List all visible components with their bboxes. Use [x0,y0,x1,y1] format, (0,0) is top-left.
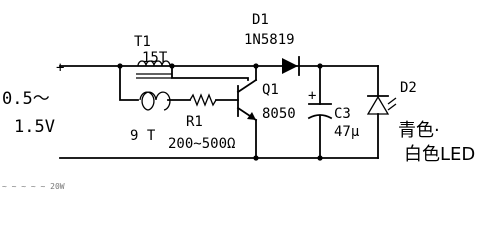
resistor-ref: R1 [186,114,203,130]
resistor-r1 [189,93,217,107]
input-voltage-bottom: 1.5V [14,117,55,137]
led-emission-arrow-2 [387,103,397,111]
circuit-diagram: + 0.5～ 1.5V T1 15T 9 T D1 1N5819 Q1 8050… [2,12,475,191]
capacitor-plus-sign: + [308,88,316,104]
primary-right-wire [171,65,249,81]
transistor-q1 [236,65,258,159]
transformer-secondary-turns: 9 T [130,128,156,144]
transistor-ref: Q1 [262,82,279,98]
transformer-ref: T1 [134,34,151,50]
led-color-line1: 青色· [398,120,440,141]
led-d2 [366,65,397,159]
cap-bottom-plate [307,114,333,120]
diode-d1 [282,56,300,76]
resistor-value: 200~500Ω [168,136,235,152]
capacitor-value: 47μ [334,124,360,140]
junction-dot [169,63,175,69]
transistor-collector [236,78,258,94]
diode-part: 1N5819 [244,32,295,48]
junction-dot [253,155,259,161]
led-emission-arrow-1 [387,97,397,105]
input-plus-sign: + [56,60,64,76]
capacitor-c3 [307,65,333,159]
diode-ref: D1 [252,12,269,28]
faint-footer-text: ~ ~ ~ ~ ~ 20W [2,182,65,191]
led-color-line2: 白色LED [404,144,475,165]
transformer-primary-turns: 15T [142,50,168,66]
capacitor-ref: C3 [334,106,351,122]
input-voltage-top: 0.5～ [2,89,50,109]
transistor-part: 8050 [262,106,296,122]
junction-dot [253,63,259,69]
diode-d1-triangle [282,58,298,74]
junction-dot [317,63,323,69]
transformer-t1 [136,60,172,111]
emitter-arrow-icon [247,112,256,120]
led-triangle [366,95,390,115]
junction-dot [117,63,123,69]
led-ref: D2 [400,80,417,96]
secondary-coil [139,91,171,111]
primary-left-wire [119,65,139,101]
junction-dot [317,155,323,161]
primary-coil [137,60,171,67]
